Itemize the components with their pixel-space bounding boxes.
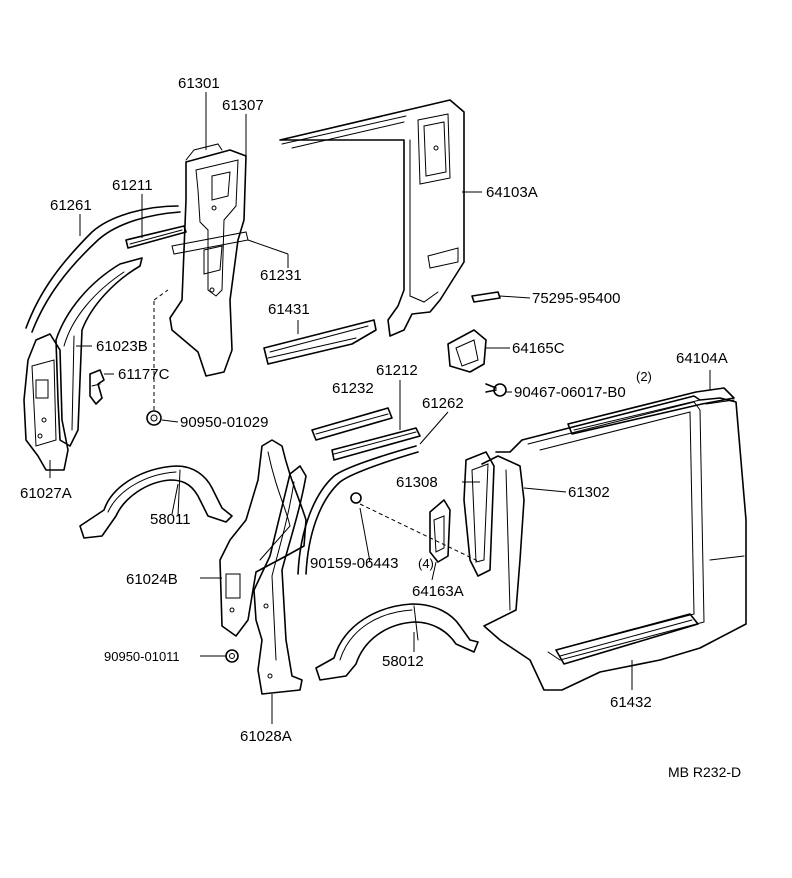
part-61177c-bracket bbox=[89, 369, 105, 405]
label-61231: 61231 bbox=[260, 267, 302, 284]
part-61308-rear-pillar bbox=[463, 451, 495, 577]
part-90950-01011-clip bbox=[225, 649, 239, 663]
label-61431: 61431 bbox=[268, 301, 310, 318]
part-64104a-rail bbox=[567, 387, 735, 435]
label-90950-01029: 90950-01029 bbox=[180, 414, 268, 431]
part-90467-06017-bolt bbox=[485, 383, 507, 397]
part-61431-sill bbox=[263, 319, 377, 365]
label-90159-06443: 90159-06443 bbox=[310, 555, 398, 572]
label-61177c: 61177C bbox=[118, 366, 170, 383]
reference-code: MB R232-D bbox=[668, 764, 741, 780]
label-64165c: 64165C bbox=[512, 340, 565, 357]
label-qty-4: (4) bbox=[418, 556, 434, 571]
part-61307-center-pillar bbox=[169, 143, 249, 377]
label-61301: 61301 bbox=[178, 75, 220, 92]
label-61027a: 61027A bbox=[20, 485, 72, 502]
part-64163a-bracket bbox=[429, 499, 451, 563]
label-90467-06017-b0: 90467-06017-B0 bbox=[514, 384, 626, 401]
label-61308: 61308 bbox=[396, 474, 438, 491]
part-61262-weatherstrip bbox=[297, 445, 419, 575]
part-61212 bbox=[331, 427, 421, 461]
part-61027a-front-body-pillar bbox=[23, 333, 69, 471]
part-75295-95400-clip bbox=[471, 291, 501, 303]
part-64165c-bracket bbox=[447, 329, 487, 373]
label-61211: 61211 bbox=[112, 177, 153, 194]
label-64103a: 64103A bbox=[486, 184, 538, 201]
label-64163a: 64163A bbox=[412, 583, 464, 600]
part-61232 bbox=[311, 407, 393, 441]
label-61024b: 61024B bbox=[126, 571, 178, 588]
part-58011-wheel-arch bbox=[79, 465, 233, 539]
label-61023b: 61023B bbox=[96, 338, 148, 355]
label-90950-01011: 90950-01011 bbox=[104, 649, 180, 664]
label-75295-95400: 75295-95400 bbox=[532, 290, 620, 307]
part-64103a-quarter-inner bbox=[279, 99, 465, 337]
part-58012-wheel-arch bbox=[315, 603, 479, 681]
label-61212: 61212 bbox=[376, 362, 418, 379]
label-61262: 61262 bbox=[422, 395, 464, 412]
label-58011: 58011 bbox=[150, 511, 191, 528]
part-61261-weatherstrip bbox=[25, 205, 181, 333]
label-64104a: 64104A bbox=[676, 350, 728, 367]
part-61028a-pillar-lower bbox=[253, 465, 307, 695]
part-61023b-front-pillar bbox=[55, 257, 143, 447]
part-61432-sill bbox=[555, 613, 699, 665]
label-61432: 61432 bbox=[610, 694, 652, 711]
part-90950-01029-clip bbox=[146, 289, 169, 426]
label-61232: 61232 bbox=[332, 380, 374, 397]
label-61028a: 61028A bbox=[240, 728, 292, 745]
leader-lines bbox=[49, 92, 711, 724]
part-61302-quarter-outer bbox=[481, 395, 747, 691]
part-90159-06443-bolt bbox=[350, 492, 481, 563]
part-61211-rail bbox=[125, 225, 187, 249]
label-61261: 61261 bbox=[50, 197, 92, 214]
label-qty-2: (2) bbox=[636, 369, 652, 384]
part-61024b-center-pillar-lower bbox=[219, 439, 307, 637]
label-61307: 61307 bbox=[222, 97, 264, 114]
label-58012: 58012 bbox=[382, 653, 424, 670]
label-61302: 61302 bbox=[568, 484, 610, 501]
